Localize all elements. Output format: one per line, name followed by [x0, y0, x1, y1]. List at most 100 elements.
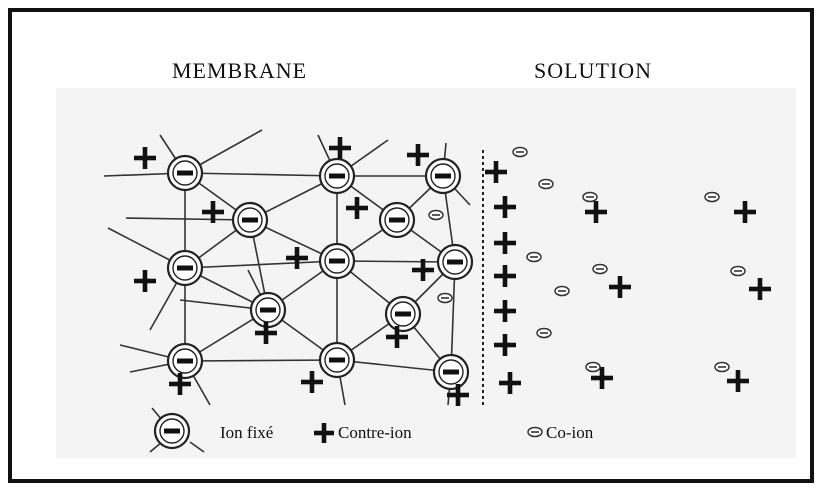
plus-v: [502, 300, 508, 322]
legend-fixed-ion-label: Ion fixé: [220, 423, 273, 442]
network-bond: [184, 260, 338, 269]
co-ion-minus: [530, 256, 538, 258]
co-ion-minus: [734, 270, 742, 272]
counter-ion: [407, 144, 429, 166]
legend-counter-ion-label: Contre-ion: [338, 423, 412, 442]
co-ion: [437, 292, 453, 304]
fixed-ion: [424, 157, 462, 195]
co-ion: [428, 209, 444, 221]
co-ion-minus: [586, 196, 594, 198]
fixed-ion: [166, 249, 204, 287]
plus-v: [757, 278, 763, 300]
plus-v: [507, 372, 513, 394]
co-ion: [536, 327, 552, 339]
fixed-ion: [318, 157, 356, 195]
counter-ion: [585, 201, 607, 223]
counter-ion: [134, 147, 156, 169]
plus-v: [321, 423, 327, 443]
plus-v: [263, 322, 269, 344]
minus-sign: [389, 217, 405, 223]
fixed-ion: [166, 154, 204, 192]
plus-v: [142, 270, 148, 292]
minus-sign: [395, 311, 411, 317]
network-bond: [184, 172, 338, 177]
plus-v: [502, 334, 508, 356]
counter-ion: [499, 372, 521, 394]
co-ion: [585, 361, 601, 373]
minus-sign: [329, 258, 345, 264]
plus-v: [394, 326, 400, 348]
fixed-ion: [166, 342, 204, 380]
counter-ion: [329, 137, 351, 159]
counter-ion: [286, 247, 308, 269]
minus-sign: [447, 259, 463, 265]
plus-v: [420, 259, 426, 281]
co-ion-minus: [718, 366, 726, 368]
minus-sign: [435, 173, 451, 179]
fixed-ion: [249, 291, 287, 329]
plus-v: [502, 196, 508, 218]
co-ion: [526, 251, 542, 263]
co-ion: [592, 263, 608, 275]
counter-ion: [134, 270, 156, 292]
co-ion-minus: [531, 431, 539, 433]
solution-label: SOLUTION: [534, 58, 652, 83]
counter-ion: [301, 371, 323, 393]
minus-sign: [177, 265, 193, 271]
minus-sign: [164, 428, 180, 434]
network-bond: [336, 260, 456, 263]
co-ion: [582, 191, 598, 203]
counter-ion: [749, 278, 771, 300]
legend-stub: [189, 441, 205, 453]
fixed-ion: [436, 243, 474, 281]
plus-v: [742, 201, 748, 223]
network-bond: [450, 261, 456, 373]
co-ion-minus: [540, 332, 548, 334]
fixed-ion: [432, 353, 470, 391]
minus-sign: [177, 358, 193, 364]
counter-ion: [485, 161, 507, 183]
co-ion-minus: [441, 297, 449, 299]
co-ion: [512, 146, 528, 158]
minus-sign: [260, 307, 276, 313]
counter-ion: [734, 201, 756, 223]
plus-v: [142, 147, 148, 169]
plus-v: [294, 247, 300, 269]
plus-v: [354, 197, 360, 219]
minus-sign: [443, 369, 459, 375]
counter-ion: [727, 370, 749, 392]
co-ion: [554, 285, 570, 297]
plus-v: [177, 373, 183, 395]
counter-ion: [494, 265, 516, 287]
counter-ion: [609, 276, 631, 298]
plus-v: [599, 367, 605, 389]
co-ion-minus: [432, 214, 440, 216]
minus-sign: [177, 170, 193, 176]
counter-ion: [346, 197, 368, 219]
fixed-ion: [153, 412, 191, 450]
plus-v: [593, 201, 599, 223]
minus-sign: [329, 357, 345, 363]
plus-v: [493, 161, 499, 183]
co-ion-minus: [558, 290, 566, 292]
plus-v: [337, 137, 343, 159]
co-ion-minus: [516, 151, 524, 153]
counter-ion: [169, 373, 191, 395]
co-ion: [527, 426, 543, 438]
fixed-ion: [378, 201, 416, 239]
co-ion-minus: [542, 183, 550, 185]
minus-sign: [329, 173, 345, 179]
counter-ion: [494, 300, 516, 322]
counter-ion: [386, 326, 408, 348]
network-bond: [184, 359, 338, 362]
counter-ion: [314, 423, 334, 443]
network-bond: [336, 359, 452, 373]
counter-ion: [447, 384, 469, 406]
co-ion-minus: [596, 268, 604, 270]
membrane-label: MEMBRANE: [172, 58, 308, 83]
plus-v: [309, 371, 315, 393]
fixed-ion: [318, 242, 356, 280]
plus-v: [502, 265, 508, 287]
co-ion: [704, 191, 720, 203]
